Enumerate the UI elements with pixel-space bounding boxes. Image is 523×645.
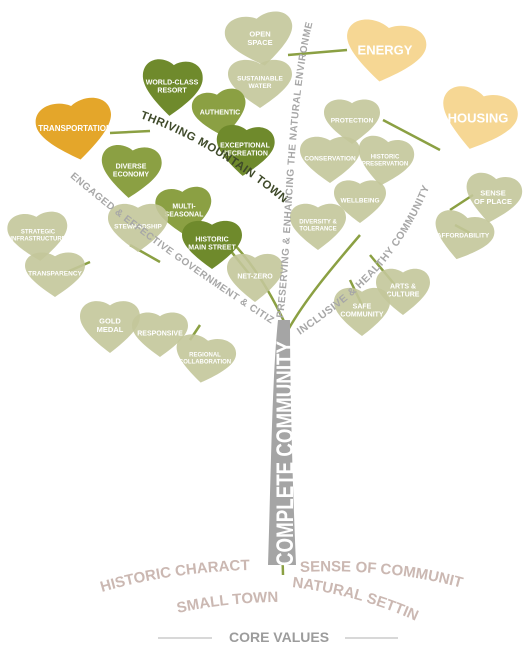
leaf-open-space-label: OPEN (249, 29, 270, 38)
root-small-town: SMALL TOWN (175, 589, 278, 617)
leaf-wellbeing-label: WELLBEING (341, 197, 380, 204)
leaf-safe-community-label: COMMUNITY (340, 311, 383, 318)
leaf-stewardship-shape (108, 203, 168, 252)
leaf-arts-culture-label: CULTURE (387, 291, 420, 298)
leaf-protection-shape (324, 99, 380, 144)
leaf-strategic-infrastructure-label: STRATEGIC (21, 230, 56, 236)
leaf-exceptional-recreation-label: RECREATION (222, 150, 268, 157)
leaf-safe-community-shape (334, 287, 390, 336)
leaf-affordability: AFFORDABILITY (435, 210, 495, 260)
leaf-net-zero: NET-ZERO (227, 253, 283, 302)
leaf-world-class-resort-label: WORLD-CLASS (146, 79, 199, 86)
leaf-responsive: RESPONSIVE (132, 312, 188, 357)
leaf-sustainable-water-label: SUSTAINABLE (237, 76, 283, 83)
leaf-responsive-label: RESPONSIVE (137, 330, 183, 337)
root-historic-character: HISTORIC CHARACTER (0, 0, 250, 596)
leaf-transportation-label: TRANSPORTATION (38, 124, 112, 133)
leaf-housing-shape (443, 86, 518, 149)
leaf-regional-collaboration-label: REGIONAL (189, 353, 221, 359)
leaf-diversity-tolerance-label: DIVERSITY & (299, 220, 337, 226)
leaf-historic-main-street-label: HISTORIC (195, 236, 228, 243)
leaf-strategic-infrastructure-shape (7, 211, 68, 261)
leaf-historic-main-street-label: MAIN STREET (188, 244, 236, 251)
leaf-historic-preservation-label: HISTORIC (371, 155, 400, 161)
core-values-heading: CORE VALUES (229, 629, 329, 645)
leaf-net-zero-shape (227, 253, 283, 302)
leaf-transparency-shape (25, 252, 85, 297)
leaf-historic-main-street-shape (182, 220, 242, 269)
leaf-open-space-shape (225, 11, 293, 66)
leaf-conservation-label: CONSERVATION (304, 155, 356, 162)
trunk (268, 320, 296, 565)
leaf-open-space-label: SPACE (247, 38, 272, 47)
leaf-gold-medal-label: MEDAL (97, 325, 124, 334)
leaf-diverse-economy-shape (101, 144, 162, 198)
leaf-sustainable-water-label: WATER (249, 83, 272, 90)
leaf-stewardship: STEWARDSHIP (108, 203, 168, 252)
leaf-multi-seasonal-label: SEASONAL (165, 211, 205, 218)
leaf-multi-seasonal-label: MULTI- (172, 203, 196, 210)
leaf-strategic-infrastructure-label: INFRASTRUCTURE (10, 237, 65, 243)
leaf-exceptional-recreation-label: EXCEPTIONAL (220, 142, 271, 149)
leaf-protection-label: PROTECTION (331, 117, 374, 124)
leaf-authentic-label: AUTHENTIC (200, 109, 240, 116)
leaf-affordability-label: AFFORDABILITY (437, 232, 490, 239)
leaf-regional-collaboration-label: COLLABORATION (179, 360, 231, 366)
leaf-energy: ENERGY (347, 19, 427, 82)
leaf-energy-shape (347, 19, 427, 82)
leaf-regional-collaboration-shape (176, 334, 236, 383)
leaf-diversity-tolerance-shape (290, 203, 346, 250)
leaf-net-zero-label: NET-ZERO (237, 273, 273, 280)
leaf-conservation: CONSERVATION (300, 136, 360, 183)
leaf-housing-label: HOUSING (448, 111, 509, 126)
leaf-safe-community-label: SAFE (353, 303, 372, 310)
leaf-sense-of-place-shape (466, 172, 523, 223)
leaf-exceptional-recreation-shape (216, 124, 275, 176)
leaf-conservation-shape (300, 136, 360, 183)
leaf-housing: HOUSING (443, 86, 518, 149)
leaf-diversity-tolerance-label: TOLERANCE (299, 227, 336, 233)
leaf-authentic: AUTHENTIC (192, 88, 246, 137)
leaf-historic-preservation-shape (358, 135, 415, 186)
leaf-historic-preservation-label: PRESERVATION (362, 162, 408, 168)
leaf-gold-medal-label: GOLD (99, 316, 121, 325)
leaf-sense-of-place-label: OF PLACE (474, 197, 512, 206)
leaf-sense-of-place-label: SENSE (480, 188, 505, 197)
leaf-energy-label: ENERGY (358, 43, 413, 58)
leaf-world-class-resort-shape (142, 59, 203, 116)
leaf-diversity-tolerance: DIVERSITY &TOLERANCE (290, 203, 346, 250)
leaf-diverse-economy-label: DIVERSE (116, 163, 147, 170)
trunk-label: COMPLETE COMMUNITY (272, 341, 299, 566)
leaf-transportation-shape (35, 97, 111, 160)
leaf-protection: PROTECTION (324, 99, 380, 144)
leaf-transparency-label: TRANSPARENCY (28, 270, 82, 277)
leaf-transportation: TRANSPORTATION (35, 97, 112, 160)
leaf-diverse-economy-label: ECONOMY (113, 171, 150, 178)
leaf-responsive-shape (132, 312, 188, 357)
leaf-gold-medal-shape (80, 301, 140, 353)
leaf-authentic-shape (192, 88, 246, 137)
leaf-arts-culture-label: ARTS & (390, 283, 416, 290)
leaf-affordability-shape (435, 210, 495, 260)
leaf-wellbeing: WELLBEING (334, 180, 386, 223)
leaf-stewardship-label: STEWARDSHIP (114, 223, 162, 230)
leaf-transparency: TRANSPARENCY (25, 252, 85, 297)
leaf-world-class-resort-label: RESORT (157, 87, 187, 94)
leaf-wellbeing-shape (334, 180, 386, 223)
